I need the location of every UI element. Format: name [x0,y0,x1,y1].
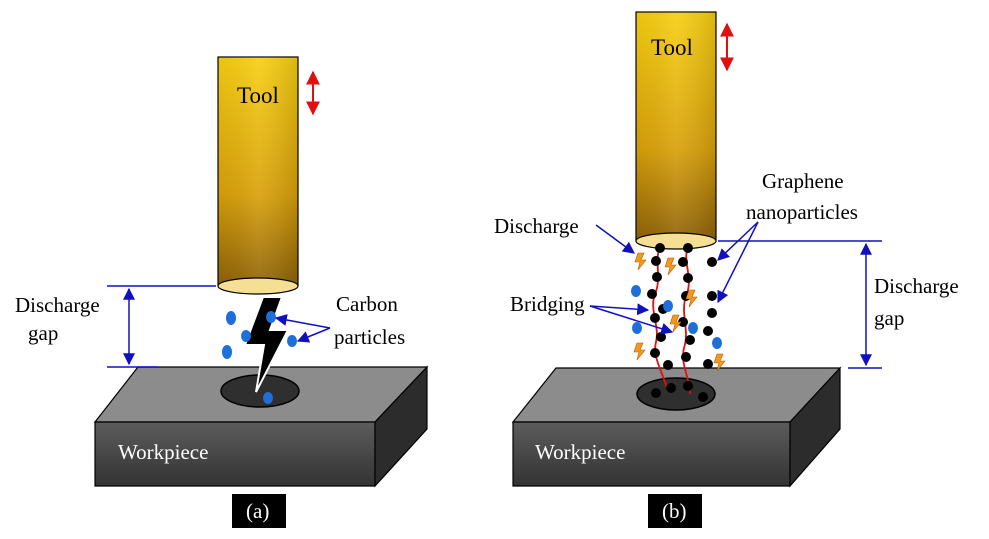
workpiece-a: Workpiece [93,365,429,488]
panel-label-box-b [648,494,702,528]
spark-icon [243,296,290,393]
workpiece-label-b: Workpiece [535,440,625,464]
tool-b: Tool [635,11,717,250]
workpiece-b: Workpiece [511,366,842,488]
panel-label-b: (b) [662,499,687,523]
graphene-label-line2: nanoparticles [746,200,858,224]
bridging-label: Bridging [510,292,585,316]
bridging-annotation: Bridging [510,292,674,335]
graphene-annotation: Graphene nanoparticles [717,169,858,304]
panel-a: Workpiece Tool Discharge gap [15,56,429,528]
small-spark-icons [633,252,726,372]
gap-label-a-line2: gap [28,321,58,345]
tool-tip-b [635,232,717,250]
carbon-particles-annotation: Carbon particles [274,292,405,349]
discharge-label: Discharge [494,214,579,238]
discharge-gap-a: Discharge gap [15,285,216,368]
carbon-particles [222,311,297,404]
particles-label-line2: particles [334,325,405,349]
gap-label-b-line2: gap [874,306,904,330]
blue-particles-b [631,285,722,349]
tool-label-b: Tool [651,35,693,60]
gap-label-b-line1: Discharge [874,274,959,298]
graphene-particles [647,243,717,402]
discharge-gap-b: Discharge gap [718,240,959,369]
tool-tip-a [217,277,299,295]
gap-label-a-line1: Discharge [15,293,100,317]
tool-a: Tool [217,56,299,295]
particles-label-line1: Carbon [336,292,398,316]
panel-b: Workpiece Tool [494,11,959,528]
discharge-annotation: Discharge [494,214,635,254]
tool-label-a: Tool [237,83,279,108]
workpiece-label-a: Workpiece [118,440,208,464]
crater-b [636,377,716,411]
panel-label-box-a [232,494,286,528]
graphene-label-line1: Graphene [762,169,844,193]
panel-label-a: (a) [246,499,269,523]
